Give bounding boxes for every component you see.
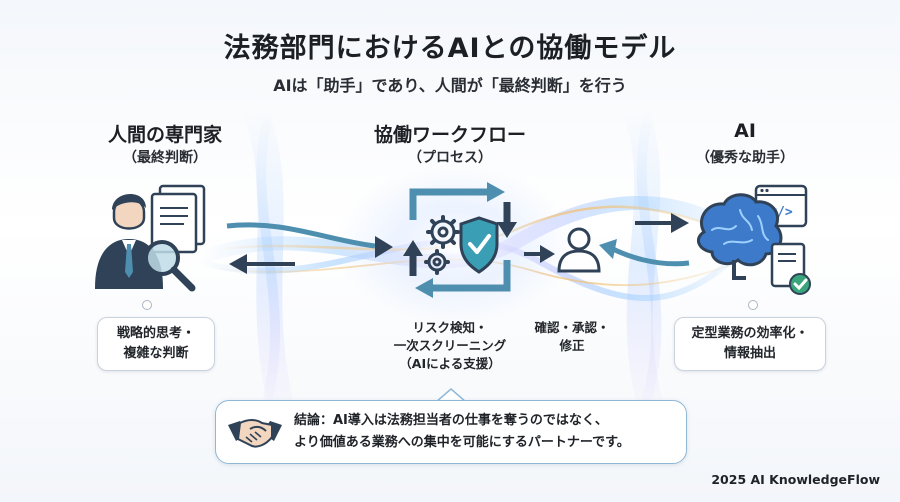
- conclusion-box: 結論：AI導入は法務担当者の仕事を奪うのではなく、 より価値ある業務への集中を可…: [215, 400, 687, 464]
- human-review-line2: 修正: [559, 338, 585, 353]
- left-thought-dot: [142, 300, 152, 310]
- human-expert-icon: [94, 184, 206, 292]
- right-connector-arrows: [599, 213, 690, 267]
- workflow-heading: 協働ワークフロー: [373, 124, 526, 146]
- ai-support-line3: （AIによる支援）: [399, 356, 501, 371]
- left-connector-arrows: [226, 222, 393, 274]
- workflow-cycle-icon: [403, 182, 517, 298]
- ai-subheading: （優秀な助手）: [696, 150, 794, 166]
- ai-support-line1: リスク検知・: [412, 320, 488, 335]
- human-expert-subheading: （最終判断）: [123, 150, 207, 166]
- ai-heading: AI: [734, 120, 756, 142]
- page-subtitle: AIは「助手」であり、人間が「最終判断」を行う: [273, 76, 627, 95]
- ai-support-caption: リスク検知・ 一次スクリーニング （AIによる支援）: [365, 319, 535, 373]
- page-title: 法務部門におけるAIとの協働モデル: [223, 33, 677, 64]
- workflow-subheading: （プロセス）: [408, 150, 492, 166]
- human-strengths-bubble: 戦略的思考・ 複雑な判断: [97, 317, 215, 371]
- ai-strengths-line2: 情報抽出: [723, 346, 776, 361]
- ai-support-line2: 一次スクリーニング: [393, 338, 507, 353]
- human-expert-heading: 人間の専門家: [107, 124, 222, 146]
- human-review-caption: 確認・承認・ 修正: [522, 319, 622, 355]
- conclusion-line2: より価値ある業務への集中を可能にするパートナーです。: [294, 435, 630, 450]
- conclusion-text: 結論：AI導入は法務担当者の仕事を奪うのではなく、 より価値ある業務への集中を可…: [294, 410, 684, 454]
- right-thought-dot: [748, 300, 758, 310]
- ai-strengths-line1: 定型業務の効率化・: [691, 326, 809, 341]
- footer-credit: 2025 AI KnowledgeFlow: [711, 472, 880, 487]
- reviewer-person-icon: [557, 227, 601, 273]
- ai-brain-icon: </>: [696, 184, 811, 295]
- human-strengths-line2: 複雑な判断: [123, 346, 189, 361]
- handshake-icon: [228, 419, 282, 448]
- conclusion-line1: 結論：AI導入は法務担当者の仕事を奪うのではなく、: [294, 413, 608, 428]
- human-strengths-line1: 戦略的思考・: [116, 326, 195, 341]
- workflow-to-reviewer-arrow: [524, 245, 555, 263]
- human-review-line1: 確認・承認・: [534, 320, 610, 335]
- ai-strengths-bubble: 定型業務の効率化・ 情報抽出: [674, 317, 826, 371]
